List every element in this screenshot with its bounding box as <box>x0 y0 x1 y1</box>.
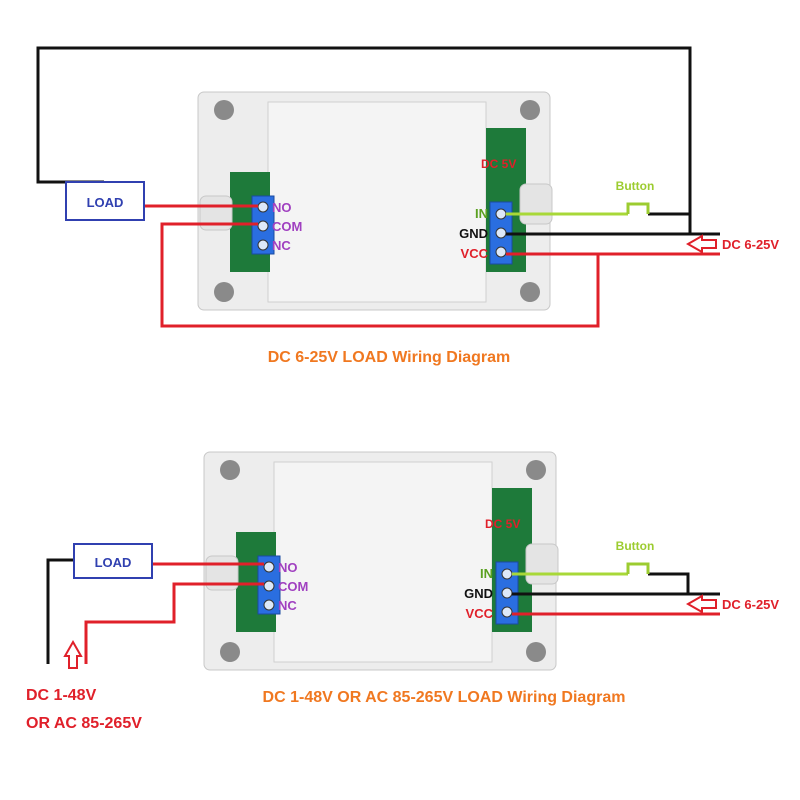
terminal-label-com: COM <box>272 219 302 234</box>
enclosure-tab <box>525 543 559 585</box>
terminal-label-no: NO <box>272 200 292 215</box>
terminal-label-vcc: VCC <box>466 606 494 621</box>
load-supply-arrow-icon <box>63 639 83 669</box>
mount-hole <box>220 642 240 662</box>
terminal-screw <box>501 568 513 580</box>
enclosure-lid <box>273 461 493 663</box>
mount-hole <box>520 282 540 302</box>
terminal-label-com: COM <box>278 579 308 594</box>
load-supply-label-line1: DC 1-48V <box>26 687 97 704</box>
load-label: LOAD <box>95 555 132 570</box>
supply-label: DC 6-25V <box>722 597 779 612</box>
terminal-label-vcc: VCC <box>461 246 489 261</box>
diagram-1-title: DC 6-25V LOAD Wiring Diagram <box>268 349 511 366</box>
supply-arrow-icon <box>685 594 717 614</box>
load-box <box>65 181 145 221</box>
terminal-label-no: NO <box>278 560 298 575</box>
wire-black-button <box>648 572 690 594</box>
button-label: Button <box>616 539 655 553</box>
mount-hole <box>526 460 546 480</box>
mount-hole <box>526 642 546 662</box>
terminal-screw <box>495 246 507 258</box>
terminal-screw <box>501 587 513 599</box>
mount-hole <box>214 282 234 302</box>
wire-black-button <box>648 212 692 234</box>
terminal-screw <box>257 220 269 232</box>
button-switch-symbol <box>626 202 650 214</box>
mount-hole <box>220 460 240 480</box>
button-label: Button <box>616 179 655 193</box>
load-supply-label-line2: OR AC 85-265V <box>26 715 142 732</box>
terminal-screw <box>501 606 513 618</box>
diagram-1: LOAD NO COM NC DC 5V IN GND VCC Button D… <box>36 46 779 366</box>
terminal-label-nc: NC <box>272 238 291 253</box>
button-switch-symbol <box>626 562 650 574</box>
terminal-screw <box>263 561 275 573</box>
terminal-screw <box>263 580 275 592</box>
enclosure-tab <box>519 183 553 225</box>
wires-2 <box>46 558 720 664</box>
board-marking: DC 5V <box>485 517 520 531</box>
terminal-label-in: IN <box>475 206 488 221</box>
mount-hole <box>214 100 234 120</box>
supply-arrow-icon <box>685 234 717 254</box>
wire-black-loop <box>36 46 692 214</box>
terminal-label-gnd: GND <box>464 586 493 601</box>
diagram-2-title: DC 1-48V OR AC 85-265V LOAD Wiring Diagr… <box>263 689 626 706</box>
diagram-2: LOAD NO COM NC DC 5V IN GND VCC Button D… <box>26 451 779 732</box>
relay-module-1 <box>197 91 553 311</box>
supply-label: DC 6-25V <box>722 237 779 252</box>
load-label: LOAD <box>87 195 124 210</box>
relay-module-2 <box>203 451 559 671</box>
wire-black-load-supply <box>46 558 74 664</box>
wire-red-com-supply <box>84 582 264 664</box>
terminal-label-in: IN <box>480 566 493 581</box>
enclosure-lid <box>267 101 487 303</box>
terminal-screw <box>495 208 507 220</box>
terminal-label-gnd: GND <box>459 226 488 241</box>
terminal-screw <box>495 227 507 239</box>
load-box <box>73 543 153 579</box>
terminal-screw <box>257 201 269 213</box>
wire-red-com-loop <box>160 222 600 328</box>
board-marking: DC 5V <box>481 157 516 171</box>
terminal-label-nc: NC <box>278 598 297 613</box>
wires-1 <box>36 46 720 328</box>
terminal-screw <box>263 599 275 611</box>
terminal-screw <box>257 239 269 251</box>
mount-hole <box>520 100 540 120</box>
